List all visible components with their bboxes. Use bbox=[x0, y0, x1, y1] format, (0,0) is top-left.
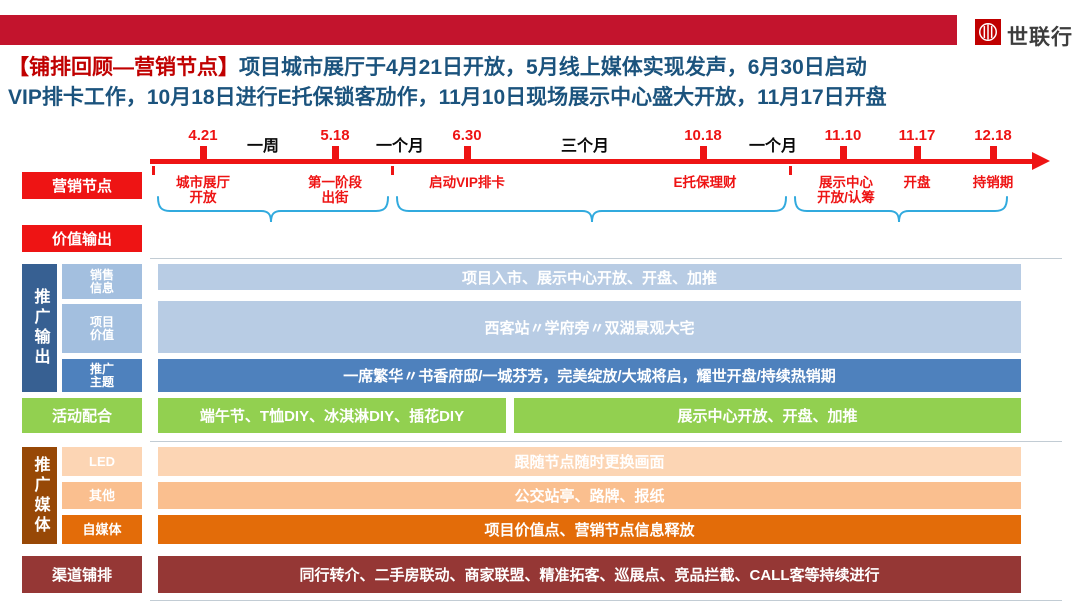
timeline-tick bbox=[914, 146, 921, 159]
timeline-tick bbox=[990, 146, 997, 159]
timeline-interval: 一个月 bbox=[748, 138, 797, 155]
sub-label-led: LED bbox=[62, 447, 142, 476]
node-label: E托保理财 bbox=[673, 175, 737, 190]
sub-label-project-value: 项目 价值 bbox=[62, 304, 142, 353]
node-label: 开盘 bbox=[903, 175, 931, 190]
node-label: 持销期 bbox=[972, 175, 1014, 190]
other-media-bar: 公交站亭、路牌、报纸 bbox=[158, 482, 1021, 509]
slide-title: 【铺排回顾—营销节点】项目城市展厅于4月21日开放，5月线上媒体实现发声，6月3… bbox=[8, 53, 1028, 113]
node-label: 城市展厅 开放 bbox=[176, 175, 230, 205]
events-label: 活动配合 bbox=[22, 398, 142, 433]
channels-bar: 同行转介、二手房联动、商家联盟、精准拓客、巡展点、竞品拦截、CALL客等持续进行 bbox=[158, 556, 1021, 593]
value-output-label: 价值输出 bbox=[22, 225, 142, 252]
sub-label-sales-info: 销售 信息 bbox=[62, 264, 142, 299]
timeline-interval: 三个月 bbox=[560, 138, 609, 155]
promo-theme-bar: 一席繁华〃书香府邸/一城芬芳，完美绽放/大城将启，耀世开盘/持续热销期 bbox=[158, 359, 1021, 392]
logo-emblem-icon bbox=[979, 23, 997, 41]
title-line1: 【铺排回顾—营销节点】项目城市展厅于4月21日开放，5月线上媒体实现发声，6月3… bbox=[8, 53, 1028, 83]
timeline-date: 11.10 bbox=[824, 127, 862, 144]
timeline-subtick bbox=[152, 166, 155, 175]
marketing-nodes-label: 营销节点 bbox=[22, 172, 142, 199]
timeline-interval: 一周 bbox=[246, 138, 279, 155]
title-highlight: 【铺排回顾—营销节点】 bbox=[8, 56, 239, 79]
divider-line bbox=[150, 441, 1062, 442]
timeline-tick bbox=[332, 146, 339, 159]
events-bar-1: 端午节、T恤DIY、冰淇淋DIY、插花DIY bbox=[158, 398, 506, 433]
divider-line bbox=[150, 258, 1062, 259]
company-logo-icon bbox=[975, 19, 1001, 45]
timeline-date: 12.18 bbox=[974, 127, 1012, 144]
project-value-bar: 西客站〃学府旁〃双湖景观大宅 bbox=[158, 301, 1021, 353]
promo-output-rail: 推广输出 bbox=[22, 264, 57, 392]
sub-label-self-media: 自媒体 bbox=[62, 515, 142, 544]
timeline-arrowhead-icon bbox=[1032, 152, 1050, 170]
node-label: 第一阶段 出街 bbox=[308, 175, 362, 205]
events-bar-2: 展示中心开放、开盘、加推 bbox=[514, 398, 1021, 433]
brace-phase2 bbox=[396, 196, 787, 223]
self-media-bar: 项目价值点、营销节点信息释放 bbox=[158, 515, 1021, 544]
timeline-axis bbox=[150, 159, 1034, 164]
title-line2-text: VIP排卡工作，10月18日进行E托保锁客劢作，11月10日现场展示中心盛大开放… bbox=[8, 86, 887, 109]
divider-line bbox=[150, 600, 1062, 601]
title-line1-text: 项目城市展厅于4月21日开放，5月线上媒体实现发声，6月30日启动 bbox=[239, 56, 867, 79]
timeline-subtick bbox=[391, 166, 394, 175]
timeline-date: 5.18 bbox=[320, 127, 350, 144]
company-name: 世联行 bbox=[1007, 26, 1073, 49]
timeline-date: 6.30 bbox=[452, 127, 482, 144]
timeline-tick bbox=[464, 146, 471, 159]
timeline-date: 4.21 bbox=[188, 127, 218, 144]
timeline-subtick bbox=[789, 166, 792, 175]
promo-media-rail: 推广媒体 bbox=[22, 447, 57, 544]
channels-label: 渠道铺排 bbox=[22, 556, 142, 593]
sub-label-other: 其他 bbox=[62, 482, 142, 509]
timeline-tick bbox=[700, 146, 707, 159]
header-bar bbox=[0, 15, 957, 45]
led-bar: 跟随节点随时更换画面 bbox=[158, 447, 1021, 476]
timeline-date: 11.17 bbox=[898, 127, 936, 144]
timeline-tick bbox=[200, 146, 207, 159]
timeline-tick bbox=[840, 146, 847, 159]
sales-info-bar: 项目入市、展示中心开放、开盘、加推 bbox=[158, 264, 1021, 290]
sub-label-promo-theme: 推广 主题 bbox=[62, 359, 142, 392]
timeline-interval: 一个月 bbox=[375, 138, 424, 155]
timeline-date: 10.18 bbox=[684, 127, 722, 144]
node-label: 启动VIP排卡 bbox=[429, 175, 505, 190]
